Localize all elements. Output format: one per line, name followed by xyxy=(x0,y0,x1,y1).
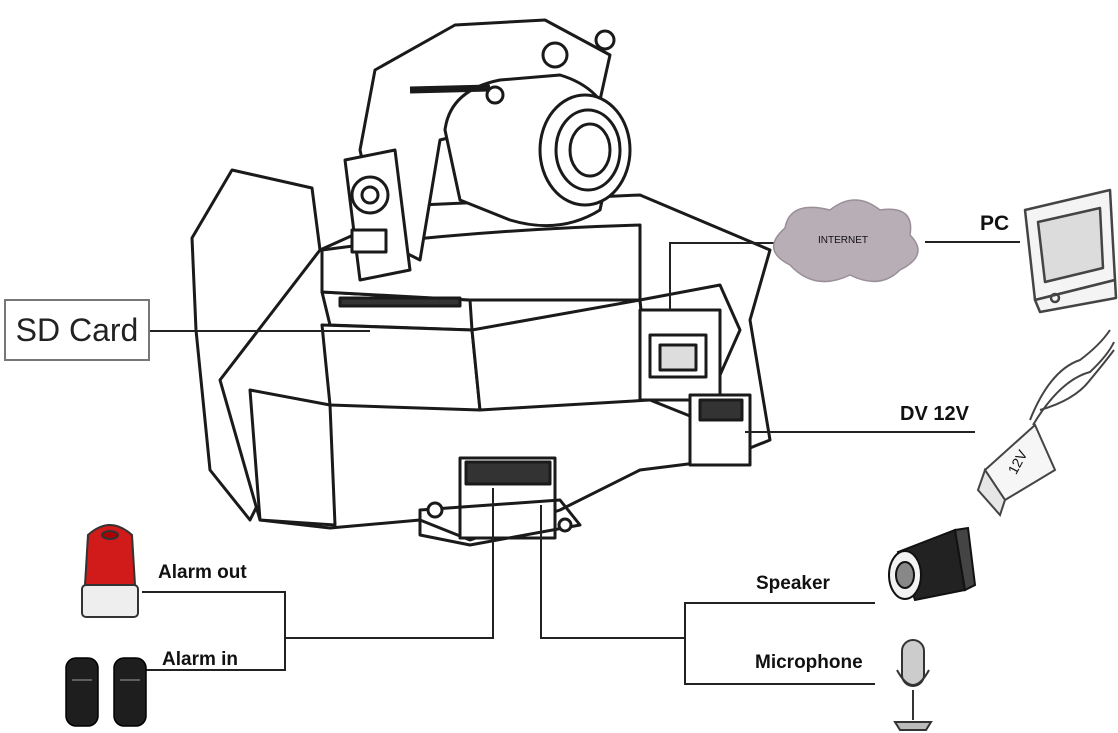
sd-card-label: SD Card xyxy=(15,311,139,348)
speaker-icon xyxy=(888,526,977,602)
dv12v-label: DV 12V xyxy=(900,403,969,425)
microphone-icon xyxy=(893,639,933,731)
alarm-out-label: Alarm out xyxy=(158,562,247,583)
power-adapter-icon xyxy=(976,329,1115,517)
connection-lines xyxy=(142,241,1020,685)
microphone-label: Microphone xyxy=(755,652,863,673)
ip-camera-icon xyxy=(190,18,772,547)
speaker-label: Speaker xyxy=(756,573,830,594)
internet-label: INTERNET xyxy=(818,235,868,246)
pc-icon xyxy=(1023,188,1118,314)
sensor-icon xyxy=(65,657,147,727)
sd-card-label-box: SD Card xyxy=(4,299,150,361)
pc-label: PC xyxy=(980,212,1010,235)
siren-icon xyxy=(81,524,139,618)
alarm-in-label: Alarm in xyxy=(162,649,239,670)
cloud-icon xyxy=(773,199,919,283)
